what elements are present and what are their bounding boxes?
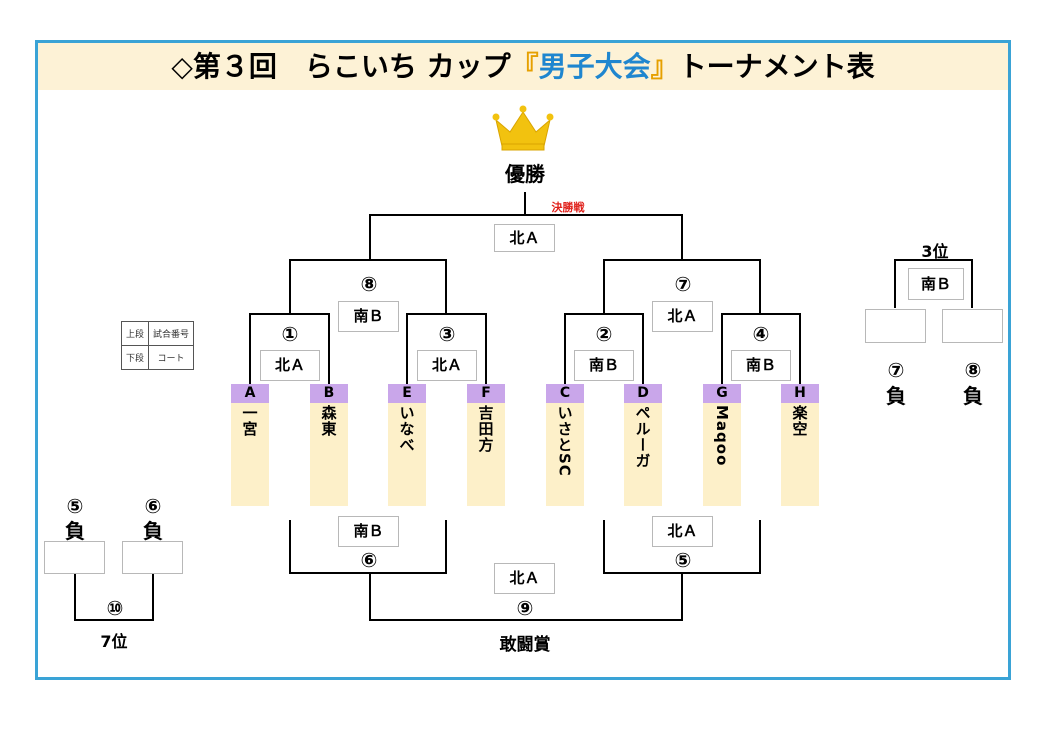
match-10-number: ⑩ — [106, 596, 124, 620]
team-name: 吉田方 — [476, 405, 495, 453]
match-5-court: 北Ａ — [652, 516, 713, 547]
match-1-court: 北Ａ — [260, 350, 320, 381]
team-h: H 楽空 — [781, 384, 819, 506]
title-prefix: ◇第３回 らこいち カップ — [171, 50, 511, 83]
legend-row2-value: コート — [148, 345, 195, 370]
team-name: 森東 — [319, 405, 338, 437]
match-2-court: 南Ｂ — [574, 350, 634, 381]
legend-row1-label: 上段 — [120, 321, 150, 346]
title-open-bracket: 『 — [510, 50, 539, 83]
match-5-number: ⑤ — [674, 548, 692, 572]
title-suffix: トーナメント表 — [678, 50, 875, 83]
team-name: 楽空 — [790, 405, 809, 437]
match-8-court: 南Ｂ — [338, 301, 399, 332]
match-9-number: ⑨ — [516, 596, 534, 620]
match-3-number: ③ — [438, 322, 456, 346]
team-name: Maqoo — [713, 405, 731, 467]
page-title: ◇第３回 らこいち カップ『男子大会』トーナメント表 — [38, 43, 1008, 90]
team-code: H — [781, 384, 819, 403]
legend-row2-label: 下段 — [120, 345, 150, 370]
final-label: 決勝戦 — [551, 201, 585, 214]
team-code: C — [546, 384, 584, 403]
seventh-place-slot-right — [122, 541, 183, 574]
crown-icon — [492, 105, 554, 151]
legend-row1-value: 試合番号 — [148, 321, 195, 346]
loser-7-text: 負 — [886, 384, 906, 408]
team-name: 一宮 — [240, 405, 259, 437]
team-a: A 一宮 — [231, 384, 269, 506]
match-7-number: ⑦ — [674, 272, 692, 296]
team-code: B — [310, 384, 348, 403]
team-f: F 吉田方 — [467, 384, 505, 506]
fighting-spirit-label: 敢闘賞 — [499, 635, 551, 655]
team-name: いなべ — [397, 405, 416, 453]
loser-6-text: 負 — [143, 519, 163, 543]
champion-label: 優勝 — [505, 162, 545, 186]
seventh-place-label: 7位 — [100, 632, 128, 651]
team-d: D ペルーガ — [624, 384, 662, 506]
match-3-court: 北Ａ — [417, 350, 477, 381]
title-close-bracket: 』 — [650, 50, 679, 83]
team-code: E — [388, 384, 426, 403]
page-frame — [35, 40, 1011, 680]
match-6-court: 南Ｂ — [338, 516, 399, 547]
team-b: B 森東 — [310, 384, 348, 506]
loser-7-number: ⑦ — [887, 358, 905, 382]
final-court: 北Ａ — [494, 224, 555, 252]
third-place-court: 南Ｂ — [908, 268, 964, 300]
match-1-number: ① — [281, 322, 299, 346]
team-c: C いさとSC — [546, 384, 584, 506]
loser-6-number: ⑥ — [144, 494, 162, 518]
title-band — [38, 43, 1008, 90]
match-4-court: 南Ｂ — [731, 350, 791, 381]
team-code: A — [231, 384, 269, 403]
match-7-court: 北Ａ — [652, 301, 713, 332]
third-place-slot-left — [865, 309, 926, 343]
team-code: G — [703, 384, 741, 403]
team-g: G Maqoo — [703, 384, 741, 506]
legend-table: 上段 試合番号 下段 コート — [120, 321, 195, 370]
team-e: E いなべ — [388, 384, 426, 506]
loser-8-text: 負 — [963, 384, 983, 408]
match-4-number: ④ — [752, 322, 770, 346]
team-name: ペルーガ — [633, 405, 652, 469]
match-2-number: ② — [595, 322, 613, 346]
third-place-slot-right — [942, 309, 1003, 343]
match-8-number: ⑧ — [360, 272, 378, 296]
team-name: いさとSC — [555, 405, 574, 477]
loser-5-number: ⑤ — [66, 494, 84, 518]
seventh-place-slot-left — [44, 541, 105, 574]
match-9-court: 北Ａ — [494, 563, 555, 594]
team-code: D — [624, 384, 662, 403]
match-6-number: ⑥ — [360, 548, 378, 572]
title-highlight: 男子大会 — [538, 50, 651, 83]
loser-8-number: ⑧ — [964, 358, 982, 382]
loser-5-text: 負 — [65, 519, 85, 543]
team-code: F — [467, 384, 505, 403]
third-place-label: 3位 — [921, 242, 949, 261]
